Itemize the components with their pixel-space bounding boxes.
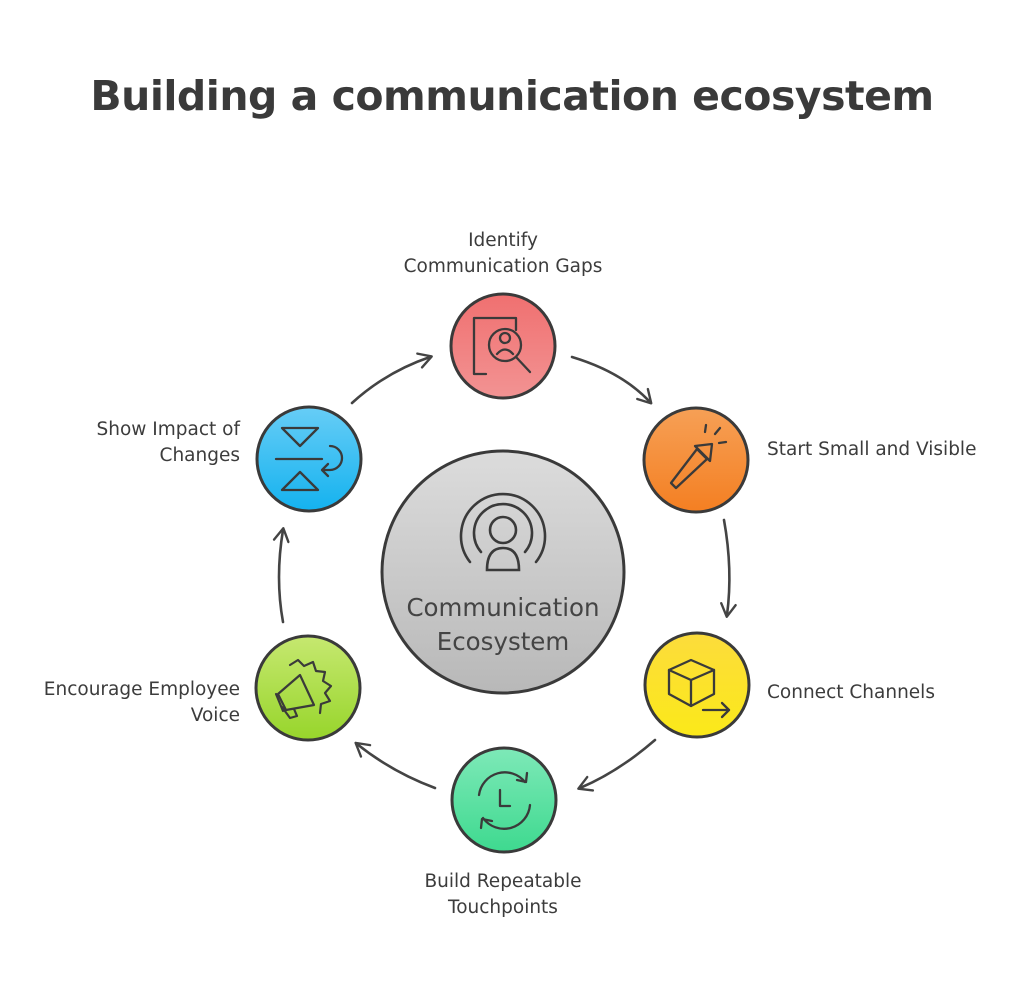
center-label-line-1: Communication bbox=[406, 593, 599, 622]
arrow-connect-to-build bbox=[577, 738, 657, 792]
arrow-start-to-connect bbox=[720, 518, 737, 618]
label-connect: Connect Channels bbox=[767, 682, 935, 703]
cycle-clock-icon bbox=[477, 771, 532, 830]
center-node: Communication Ecosystem bbox=[380, 449, 626, 695]
box-arrow-icon bbox=[667, 658, 731, 719]
node-encourage bbox=[254, 634, 362, 742]
node-build bbox=[450, 746, 558, 854]
center-label-line-2: Ecosystem bbox=[437, 627, 570, 656]
label-encourage: Encourage Employee Voice bbox=[43, 679, 240, 726]
flashlight-icon bbox=[669, 423, 728, 490]
node-show bbox=[255, 405, 363, 513]
node-start bbox=[642, 406, 750, 514]
arrow-build-to-encourage bbox=[354, 741, 437, 790]
exchange-icon bbox=[274, 426, 344, 492]
label-show: Show Impact of Changes bbox=[96, 419, 241, 466]
megaphone-icon bbox=[274, 658, 333, 720]
label-identify: Identify Communication Gaps bbox=[403, 230, 603, 277]
arrow-identify-to-start bbox=[570, 355, 653, 405]
node-identify bbox=[449, 292, 557, 400]
arrow-encourage-to-show bbox=[272, 527, 290, 624]
broadcast-person-icon bbox=[459, 492, 547, 572]
page-title: Building a communication ecosystem bbox=[90, 72, 934, 120]
node-connect bbox=[643, 631, 751, 739]
arrow-show-to-identify bbox=[350, 352, 433, 405]
label-start: Start Small and Visible bbox=[767, 439, 977, 460]
user-search-icon bbox=[472, 316, 532, 376]
label-build: Build Repeatable Touchpoints bbox=[424, 871, 582, 918]
